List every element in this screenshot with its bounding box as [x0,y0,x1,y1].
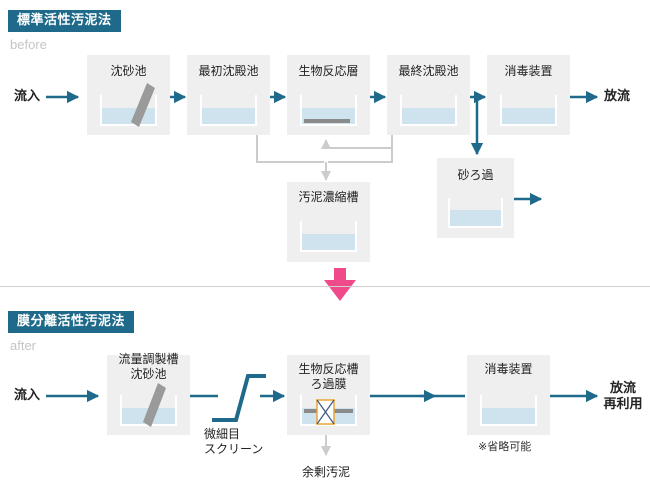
tank-water-after-disinfection [481,408,536,425]
after-outflow-line1: 放流 [609,381,636,396]
after-outflow-line2: 再利用 [603,397,643,412]
tank-water-disinfection [501,108,556,125]
grit-deflector [131,83,155,127]
aeration-diffuser [304,119,350,123]
label-sand-filtration: 砂ろ過 [457,168,494,182]
tank-outline-thickener [300,221,357,252]
label-excess-sludge: 余剰汚泥 [301,465,350,479]
label-primary-clarifier: 最初沈殿池 [198,64,259,78]
before-inflow-label: 流入 [14,89,41,104]
before-flow-arrows [46,90,599,206]
after-tanks [120,383,537,427]
tank-water-grit [101,108,156,125]
label-disinfection-optional-note: ※省略可能 [478,440,532,453]
label-final-clarifier: 最終沈殿池 [398,64,459,78]
label-after-disinfection: 消毒装置 [484,362,533,376]
fine-screen-symbol [212,374,266,422]
tank-outline-bio [300,95,357,126]
label-equalization-grit: 流量調製槽 沈砂池 [107,352,190,382]
tank-water-sand [449,210,502,227]
line-primary-sludge [256,135,324,163]
after-title-badge: 膜分離活性汚泥法 [8,311,135,333]
tank-water-primary [201,108,256,125]
before-title-badge: 標準活性汚泥法 [8,10,121,32]
section-divider [0,286,650,287]
label-mbr-line2: ろ過膜 [310,377,347,391]
label-fine-screen-line2: スクリーン [204,442,264,456]
label-equalization-line1: 流量調製槽 [118,352,179,366]
sludge-return-lines [256,135,393,181]
transition-arrow [324,268,356,301]
label-grit-chamber: 沈砂池 [110,64,147,78]
tank-outline-disinfection [500,95,557,126]
after-outflow-label: 放流 再利用 [600,381,646,413]
tank-water-final [401,108,456,125]
before-outflow-label: 放流 [604,89,631,104]
after-inflow-label: 流入 [14,388,41,403]
equalization-deflector [143,383,166,427]
label-equalization-line2: 沈砂池 [130,367,167,381]
label-disinfection: 消毒装置 [504,64,553,78]
after-sublabel: after [10,338,37,353]
tank-outline-final [400,95,457,126]
tank-outline-after-disinfection [480,395,537,426]
tank-outline-sand [448,198,503,228]
tank-water-thickener [301,234,356,251]
tank-outline-grit [100,95,157,126]
label-fine-screen: 微細目 スクリーン [204,427,263,457]
label-mbr-line1: 生物反応槽 [298,362,359,376]
before-tanks [100,83,557,252]
label-fine-screen-line1: 微細目 [204,427,241,441]
label-mbr-reactor: 生物反応槽 ろ過膜 [287,362,370,392]
tank-outline-primary [200,95,257,126]
before-sublabel: before [10,37,47,52]
label-biological-reactor: 生物反応層 [298,64,359,78]
label-sludge-thickener: 汚泥濃縮槽 [298,190,359,204]
tank-outline-mbr [300,395,357,426]
line-final-sludge-to-thickener [328,135,393,163]
membrane-module-icon [316,399,335,425]
